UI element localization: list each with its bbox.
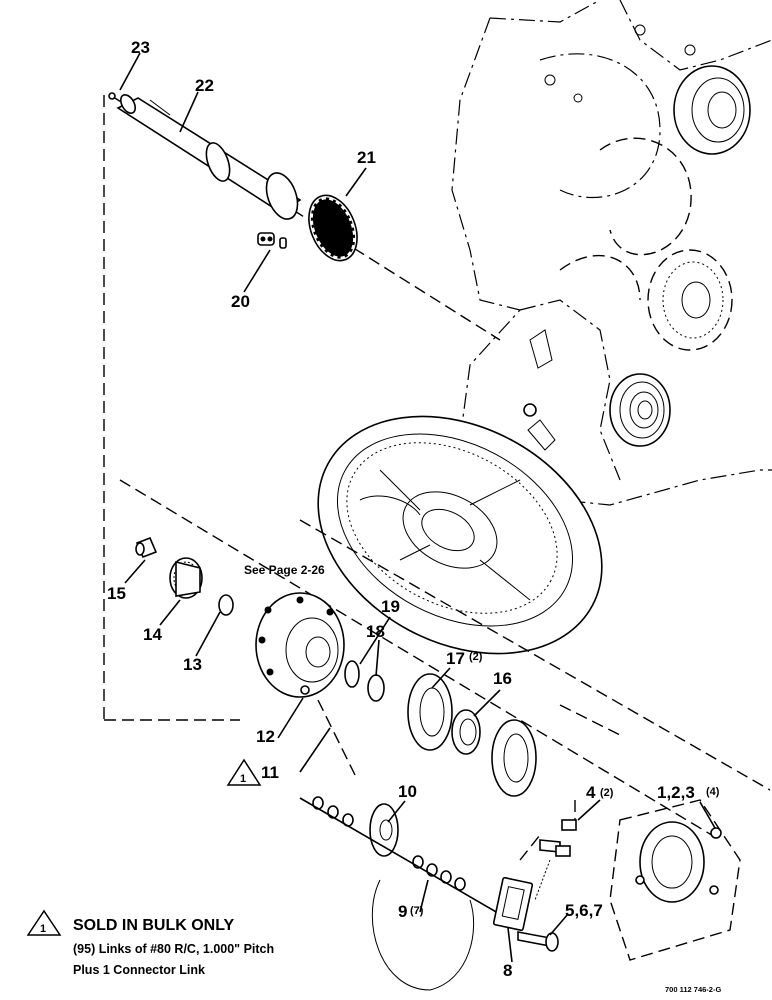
washer-part-18 bbox=[367, 674, 385, 702]
callout-12: 12 bbox=[256, 727, 275, 746]
svg-text:(4): (4) bbox=[706, 786, 720, 798]
svg-text:11: 11 bbox=[261, 763, 279, 782]
svg-text:(2): (2) bbox=[600, 787, 614, 799]
connector-part-12 bbox=[300, 685, 310, 695]
svg-text:1: 1 bbox=[40, 923, 46, 935]
tensioner-part-8 bbox=[492, 876, 534, 932]
bulk-note-triangle-symbol bbox=[226, 758, 262, 786]
lower-shaft bbox=[299, 797, 511, 991]
svg-text:See Page 2-26: See Page 2-26 bbox=[244, 563, 325, 577]
callout-13: 13 bbox=[183, 655, 202, 674]
callout-9: 9 (7) bbox=[398, 902, 424, 921]
callout-11: 1 11 bbox=[226, 758, 279, 786]
svg-text:16: 16 bbox=[493, 669, 512, 688]
callout-10: 10 bbox=[398, 782, 417, 801]
svg-text:10: 10 bbox=[398, 782, 417, 801]
sprocket-part-21 bbox=[308, 194, 358, 262]
flange-part-17 bbox=[407, 673, 453, 751]
svg-text:23: 23 bbox=[131, 38, 150, 57]
callout-19: 19 bbox=[381, 597, 400, 616]
spring-bolt-part-4 bbox=[534, 819, 577, 901]
illustration-part-number: 700 112 746-2-G bbox=[665, 985, 721, 994]
callout-23: 23 bbox=[131, 38, 150, 57]
bulk-note-line-1: (95) Links of #80 R/C, 1.000" Pitch bbox=[73, 942, 274, 956]
callout-8: 8 bbox=[503, 961, 512, 980]
sprocket-part-10 bbox=[369, 803, 399, 857]
callout-21: 21 bbox=[357, 148, 376, 167]
svg-text:5,6,7: 5,6,7 bbox=[565, 901, 603, 920]
flywheel bbox=[317, 415, 603, 655]
callout-16: 16 bbox=[493, 669, 512, 688]
svg-text:21: 21 bbox=[357, 148, 376, 167]
callout-18: 18 bbox=[366, 622, 385, 641]
svg-text:18: 18 bbox=[366, 622, 385, 641]
pin-part-15 bbox=[135, 536, 158, 559]
callout-15: 15 bbox=[107, 584, 126, 603]
bearing-middle-right bbox=[647, 249, 733, 351]
callout-14: 14 bbox=[143, 625, 162, 644]
gear-part-14 bbox=[169, 557, 203, 599]
callout-22: 22 bbox=[195, 76, 214, 95]
gearbox-housing bbox=[451, 0, 772, 506]
callout-20: 20 bbox=[231, 292, 250, 311]
bulk-note-title: SOLD IN BULK ONLY bbox=[73, 917, 235, 934]
sprocket-small-upper bbox=[205, 142, 299, 220]
svg-text:8: 8 bbox=[503, 961, 512, 980]
svg-text:22: 22 bbox=[195, 76, 214, 95]
svg-text:1: 1 bbox=[240, 773, 246, 785]
svg-text:12: 12 bbox=[256, 727, 275, 746]
bearing-lower-right bbox=[609, 373, 671, 447]
mounting-plate-parts-1-2-3 bbox=[609, 799, 741, 961]
svg-text:4: 4 bbox=[586, 783, 596, 802]
svg-text:13: 13 bbox=[183, 655, 202, 674]
chain-part-11 bbox=[317, 699, 356, 776]
svg-text:9: 9 bbox=[398, 902, 407, 921]
svg-text:1,2,3: 1,2,3 bbox=[657, 783, 695, 802]
svg-text:(2): (2) bbox=[469, 651, 483, 663]
connector-link-part-20 bbox=[257, 232, 287, 249]
snap-ring-part-19 bbox=[344, 660, 360, 688]
svg-text:(7): (7) bbox=[410, 905, 424, 917]
bearing-upper-right bbox=[673, 65, 751, 155]
bearing-part-16 bbox=[451, 709, 481, 755]
callout-4: 4 (2) bbox=[586, 783, 614, 802]
see-page-reference: See Page 2-26 bbox=[244, 563, 325, 577]
svg-text:20: 20 bbox=[231, 292, 250, 311]
flange-part-17b bbox=[491, 719, 537, 797]
callout-5-6-7: 5,6,7 bbox=[565, 901, 603, 920]
callout-17: 17 (2) bbox=[446, 649, 483, 668]
bulk-note-line-2: Plus 1 Connector Link bbox=[73, 963, 205, 977]
svg-text:700 112 746-2-G: 700 112 746-2-G bbox=[665, 985, 721, 994]
callout-1-2-3: 1,2,3 (4) bbox=[657, 783, 720, 802]
leader-lines bbox=[119, 52, 716, 963]
svg-text:15: 15 bbox=[107, 584, 126, 603]
bulk-note: 1 SOLD IN BULK ONLY (95) Links of #80 R/… bbox=[26, 909, 274, 977]
svg-text:19: 19 bbox=[381, 597, 400, 616]
bolt-parts-5-6-7 bbox=[517, 931, 559, 952]
setscrew-part-23 bbox=[108, 92, 116, 100]
snap-ring-part-13 bbox=[218, 594, 234, 616]
bulk-note-triangle-icon bbox=[26, 909, 62, 936]
svg-text:17: 17 bbox=[446, 649, 465, 668]
sprocket-hub-assembly bbox=[255, 592, 345, 698]
svg-text:14: 14 bbox=[143, 625, 162, 644]
